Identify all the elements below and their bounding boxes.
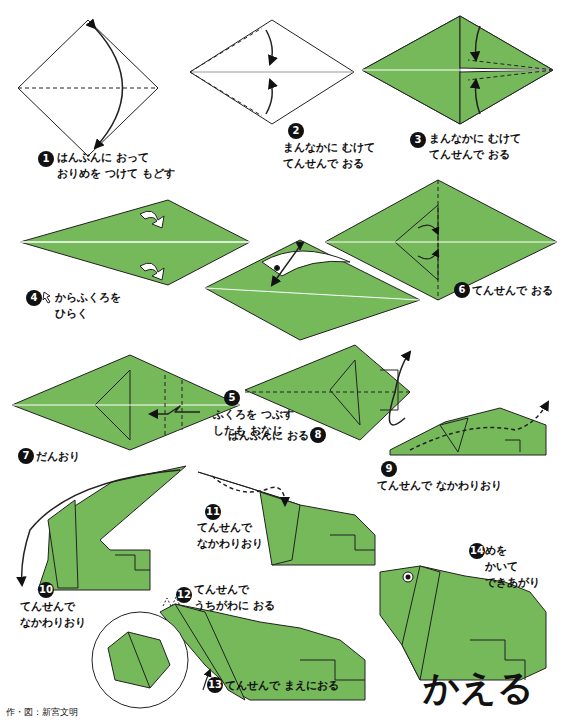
step-number: 13	[207, 677, 223, 693]
step-instruction: てんせんで なかわりおり	[377, 478, 502, 494]
step-number: 6	[454, 282, 470, 298]
step-number: 3	[410, 132, 426, 148]
step-instruction: まんなかに むけて てんせんで おる	[283, 140, 388, 172]
step-instruction: てんせんで うちがわに おる	[194, 582, 294, 614]
step-number: 5	[224, 390, 240, 406]
credit-note: 作・図：新宮文明	[6, 706, 78, 718]
step-number: 14	[469, 543, 485, 559]
step-number: 4	[26, 290, 42, 306]
step-instruction: からふくろを ひらく	[55, 290, 135, 322]
step-instruction: てんせんで まえにおる	[225, 678, 339, 694]
step-number: 8	[310, 427, 326, 443]
step-number: 1	[38, 151, 54, 167]
step-number: 7	[18, 448, 34, 464]
step-instruction: はんぶんに おって おりめを つけて もどす	[57, 150, 192, 182]
step-number: 2	[288, 123, 304, 139]
step-instruction: てんせんで おる	[472, 283, 553, 299]
title: かえる	[423, 668, 534, 708]
step-instruction: だんおり	[36, 449, 80, 465]
step-instruction: てんせんで なかわりおり	[197, 520, 272, 552]
step-number: 11	[205, 504, 221, 520]
step-number: 12	[176, 587, 192, 603]
step-number: 9	[381, 461, 397, 477]
step-instruction: てんせんで なかわりおり	[20, 599, 95, 631]
step-instruction: めを かいて できあがり	[485, 543, 542, 591]
step-instruction: まんなかに むけて てんせんで おる	[429, 131, 534, 163]
step-number: 10	[38, 582, 54, 598]
step-instruction: はんぶんに おる	[228, 428, 309, 444]
